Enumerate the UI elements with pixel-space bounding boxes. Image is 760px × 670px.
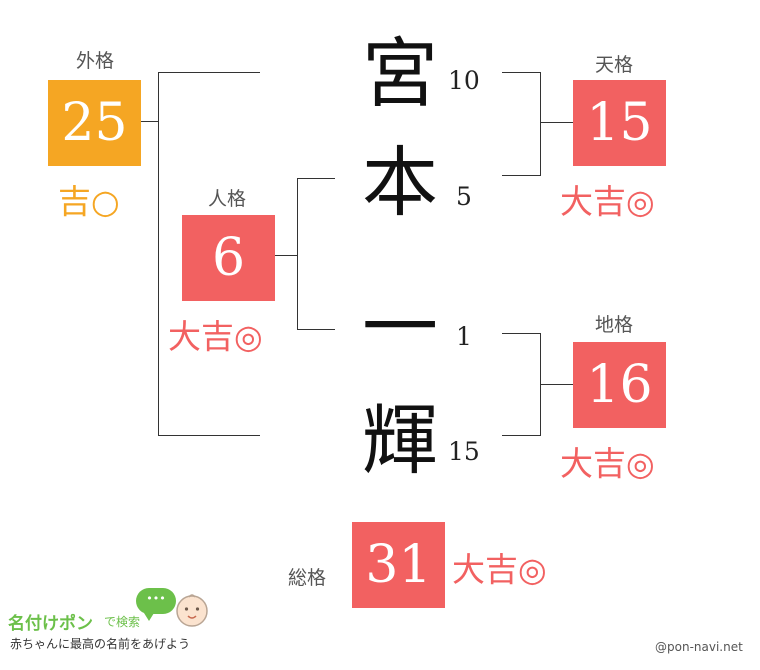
jinkaku-bracket-vertical bbox=[297, 178, 298, 330]
stroke-count-2: 5 bbox=[456, 182, 472, 211]
jinkaku-bracket-top bbox=[297, 178, 335, 179]
tenkaku-value-box: 15 bbox=[573, 80, 666, 166]
gaikaku-bracket-vertical bbox=[158, 72, 159, 436]
gaikaku-bracket-top bbox=[158, 72, 260, 73]
chikaku-bracket-bottom bbox=[502, 435, 541, 436]
jinkaku-bracket-bottom bbox=[297, 329, 335, 330]
name-char-2: 本 bbox=[362, 138, 438, 227]
tenkaku-bracket-top bbox=[502, 72, 541, 73]
soukaku-label: 総格 bbox=[288, 567, 327, 589]
soukaku-verdict: 大吉◎ bbox=[452, 550, 547, 589]
stroke-count-3: 1 bbox=[456, 322, 472, 351]
brand-logo: ••• 名付けポン で検索 赤ちゃんに最高の名前をあげよう bbox=[8, 588, 238, 658]
tenkaku-bracket-bottom bbox=[502, 175, 541, 176]
chikaku-bracket-top bbox=[502, 333, 541, 334]
brand-title: 名付けポン bbox=[8, 614, 93, 634]
baby-face-icon bbox=[176, 594, 208, 627]
chikaku-label: 地格 bbox=[595, 314, 634, 336]
name-char-4: 輝 bbox=[362, 396, 438, 485]
gaikaku-value-box: 25 bbox=[48, 80, 141, 166]
jinkaku-connector bbox=[275, 255, 297, 256]
tenkaku-bracket-vertical bbox=[540, 72, 541, 176]
stroke-count-4: 15 bbox=[448, 437, 480, 466]
name-char-1: 宮 bbox=[362, 29, 438, 118]
gaikaku-connector bbox=[140, 121, 158, 122]
chikaku-value-box: 16 bbox=[573, 342, 666, 428]
chikaku-connector bbox=[540, 384, 573, 385]
gaikaku-label: 外格 bbox=[76, 50, 115, 72]
jinkaku-verdict: 大吉◎ bbox=[168, 317, 263, 356]
gaikaku-bracket-bottom bbox=[158, 435, 260, 436]
brand-tagline: 赤ちゃんに最高の名前をあげよう bbox=[10, 637, 191, 651]
gaikaku-verdict: 吉○ bbox=[58, 182, 120, 221]
tenkaku-connector bbox=[540, 122, 573, 123]
site-credit: @pon-navi.net bbox=[655, 640, 743, 654]
tenkaku-verdict: 大吉◎ bbox=[560, 182, 655, 221]
jinkaku-label: 人格 bbox=[208, 188, 247, 210]
tenkaku-label: 天格 bbox=[595, 54, 634, 76]
soukaku-value-box: 31 bbox=[352, 522, 445, 608]
name-char-3: 一 bbox=[362, 283, 438, 372]
jinkaku-value-box: 6 bbox=[182, 215, 275, 301]
stroke-count-1: 10 bbox=[448, 66, 480, 95]
speech-bubble-icon: ••• bbox=[136, 588, 176, 621]
chikaku-verdict: 大吉◎ bbox=[560, 444, 655, 483]
brand-search: で検索 bbox=[104, 615, 141, 629]
